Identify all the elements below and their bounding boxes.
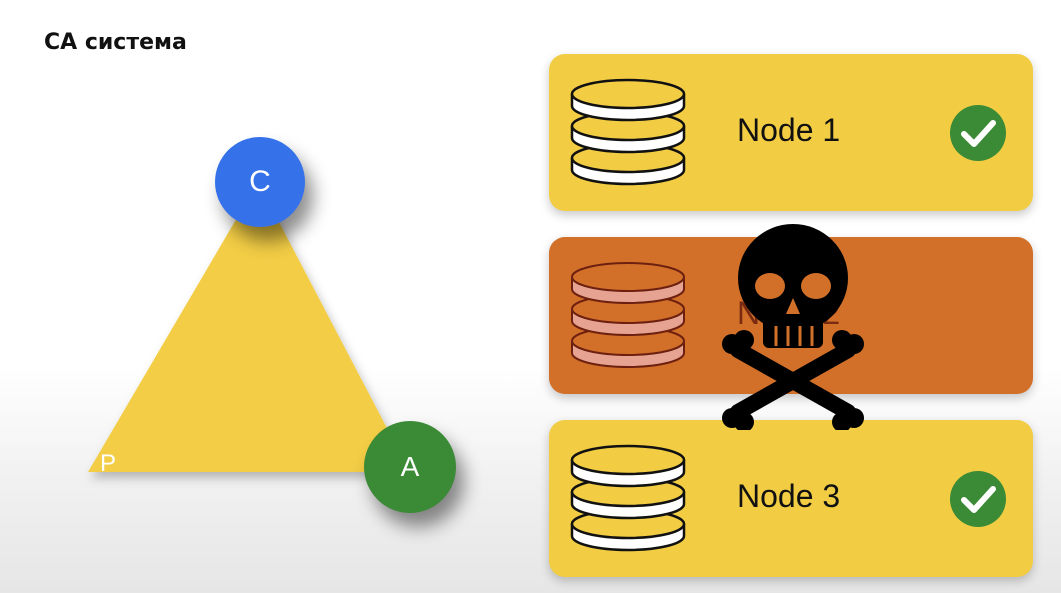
cap-triangle [88,182,410,472]
node-card-3: Node 3 [549,420,1033,577]
check-icon [950,471,1006,527]
node-card-1: Node 1 [549,54,1033,211]
database-icon [571,262,685,368]
vertex-a-availability: A [364,421,456,513]
vertex-p-partition: P [100,450,117,477]
node-label: Node 3 [737,478,841,514]
database-icon [570,444,686,552]
check-icon [950,105,1006,161]
vertex-c-consistency: C [215,137,305,227]
slide-title: CA система [44,30,187,55]
skull-crossbones-icon [722,224,864,430]
database-icon [570,78,686,186]
node-label: Node 1 [737,112,841,148]
